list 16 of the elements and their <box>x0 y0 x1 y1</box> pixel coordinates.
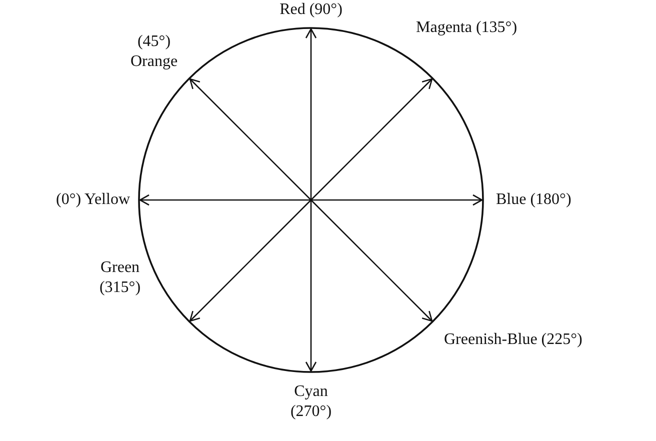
arrow <box>139 194 311 206</box>
arrow <box>189 200 312 322</box>
arrow <box>311 194 483 206</box>
hue-label: Magenta (135°) <box>416 18 556 38</box>
hue-label: Greenish-Blue (225°) <box>444 330 644 350</box>
arrow <box>310 78 433 200</box>
hue-label: Blue (180°) <box>496 190 606 210</box>
hue-label: Cyan (270°) <box>276 382 346 422</box>
hue-label: (0°) Yellow <box>6 190 130 210</box>
arrow <box>189 78 312 200</box>
hue-label: Green (315°) <box>88 258 152 298</box>
arrow <box>305 200 317 372</box>
hue-label: Red (90°) <box>261 0 361 20</box>
hue-label: (45°) Orange <box>118 32 190 72</box>
arrow <box>310 200 433 322</box>
arrow <box>305 28 317 200</box>
